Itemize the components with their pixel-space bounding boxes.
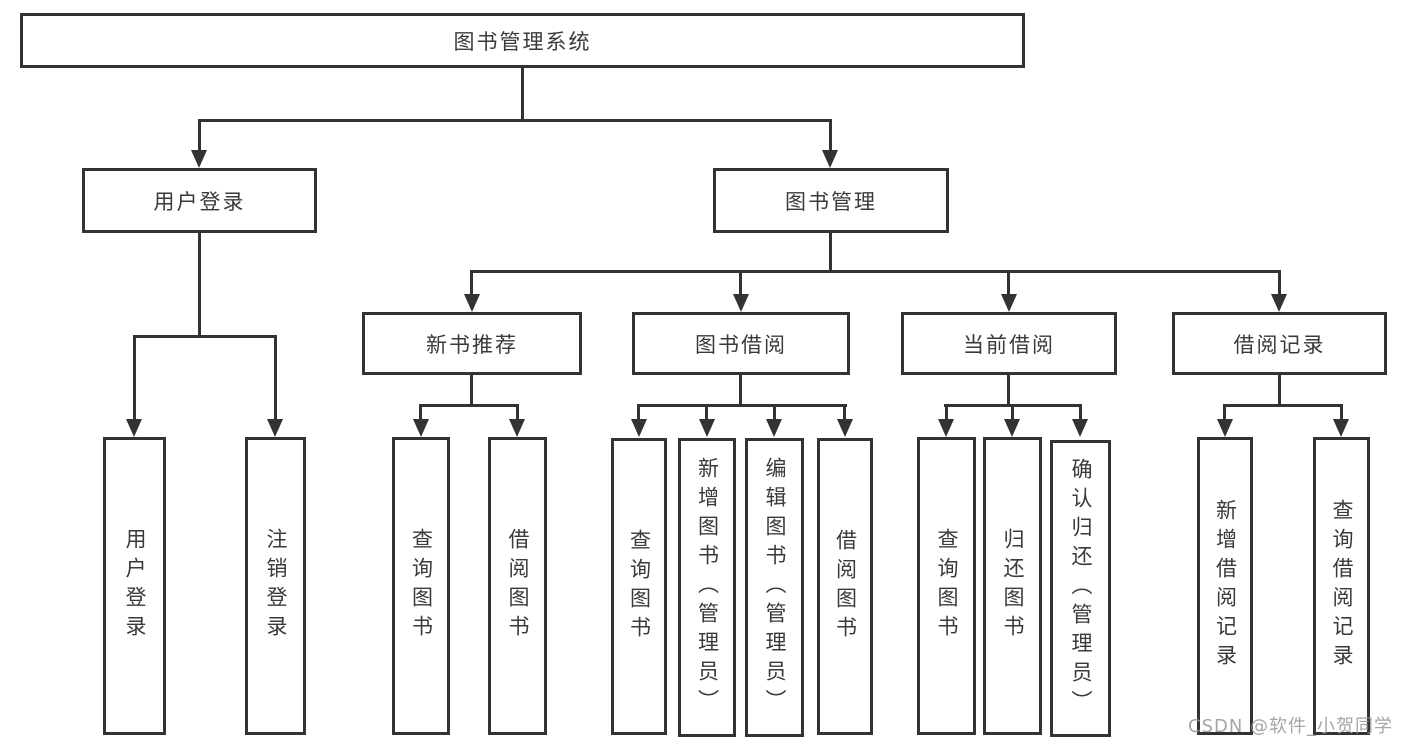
node-user-login: 用户登录: [82, 168, 317, 233]
connector-line: [843, 404, 846, 421]
arrow-head: [267, 419, 283, 437]
arrow-head: [509, 419, 525, 437]
leaf-return-books: 归还图书: [983, 437, 1042, 735]
connector-line: [1223, 404, 1226, 421]
leaf-logout: 注销登录: [245, 437, 306, 735]
connector-line: [521, 68, 524, 122]
connector-line: [637, 404, 847, 407]
arrow-head: [631, 419, 647, 437]
node-new-book-recommend: 新书推荐: [362, 312, 582, 375]
leaf-query-books-recommend: 查询图书: [392, 437, 450, 735]
leaf-user-login-label: 用户登录: [123, 528, 148, 644]
connector-line: [198, 233, 201, 338]
leaf-borrow-books-borrowing: 借阅图书: [817, 438, 873, 735]
arrow-head: [837, 419, 853, 437]
arrow-head: [413, 419, 429, 437]
connector-line: [1007, 270, 1010, 296]
leaf-query-borrow-record: 查询借阅记录: [1313, 437, 1370, 735]
leaf-query-books-borrowing: 查询图书: [611, 438, 667, 735]
connector-line: [1340, 404, 1343, 421]
arrow-head: [822, 150, 838, 168]
leaf-edit-book-admin: 编辑图书（管理员）: [745, 438, 804, 737]
node-borrowing-records-label: 借阅记录: [1233, 332, 1326, 357]
node-user-login-label: 用户登录: [153, 189, 246, 214]
node-current-borrowing-label: 当前借阅: [963, 332, 1055, 357]
connector-line: [133, 335, 136, 419]
connector-line: [516, 404, 519, 421]
arrow-head: [1271, 294, 1287, 312]
connector-line: [739, 270, 742, 296]
connector-line: [133, 335, 277, 338]
leaf-add-borrow-record-label: 新增借阅记录: [1213, 499, 1238, 673]
arrow-head: [766, 419, 782, 437]
arrow-head: [938, 419, 954, 437]
connector-line: [198, 119, 832, 122]
node-new-book-recommend-label: 新书推荐: [426, 332, 518, 357]
node-book-management-label: 图书管理: [785, 189, 877, 214]
connector-line: [1079, 404, 1082, 421]
node-root-label: 图书管理系统: [453, 29, 592, 54]
connector-line: [945, 404, 948, 421]
arrow-head: [1001, 294, 1017, 312]
leaf-confirm-return-admin-label: 确认归还（管理员）: [1069, 458, 1094, 719]
arrow-head: [464, 294, 480, 312]
connector-line: [470, 270, 473, 296]
leaf-logout-label: 注销登录: [264, 528, 289, 644]
leaf-add-book-admin-label: 新增图书（管理员）: [695, 457, 720, 718]
connector-line: [1223, 404, 1343, 407]
arrow-head: [699, 419, 715, 437]
node-borrowing-records: 借阅记录: [1172, 312, 1387, 375]
leaf-add-borrow-record: 新增借阅记录: [1197, 437, 1253, 735]
connector-line: [198, 119, 201, 152]
arrow-head: [1072, 419, 1088, 437]
leaf-query-books-current: 查询图书: [917, 437, 976, 735]
connector-line: [1278, 375, 1281, 407]
leaf-add-book-admin: 新增图书（管理员）: [678, 438, 736, 737]
leaf-edit-book-admin-label: 编辑图书（管理员）: [763, 457, 788, 718]
arrow-head: [1004, 419, 1020, 437]
node-book-borrowing-label: 图书借阅: [695, 332, 787, 357]
node-root: 图书管理系统: [20, 13, 1025, 68]
connector-line: [829, 119, 832, 152]
leaf-user-login: 用户登录: [103, 437, 166, 735]
connector-line: [637, 404, 640, 421]
connector-line: [274, 335, 277, 419]
node-book-borrowing: 图书借阅: [632, 312, 850, 375]
leaf-return-books-label: 归还图书: [1001, 528, 1026, 644]
leaf-borrow-books-recommend-label: 借阅图书: [506, 528, 531, 644]
connector-line: [470, 375, 473, 407]
leaf-query-books-borrowing-label: 查询图书: [627, 528, 652, 645]
leaf-borrow-books-borrowing-label: 借阅图书: [833, 528, 858, 645]
leaf-query-books-recommend-label: 查询图书: [409, 528, 434, 644]
connector-line: [829, 233, 832, 273]
arrow-head: [1333, 419, 1349, 437]
arrow-head: [126, 419, 142, 437]
connector-line: [419, 404, 422, 421]
arrow-head: [191, 150, 207, 168]
leaf-query-books-current-label: 查询图书: [935, 528, 960, 644]
leaf-confirm-return-admin: 确认归还（管理员）: [1050, 440, 1111, 737]
connector-line: [1278, 270, 1281, 296]
arrow-head: [733, 294, 749, 312]
connector-line: [773, 404, 776, 421]
connector-line: [470, 270, 1281, 273]
leaf-borrow-books-recommend: 借阅图书: [488, 437, 547, 735]
connector-line: [1011, 404, 1014, 421]
connector-line: [1007, 375, 1010, 407]
leaf-query-borrow-record-label: 查询借阅记录: [1330, 499, 1355, 673]
watermark: CSDN @软件_小贺同学: [1188, 716, 1394, 737]
connector-line: [419, 404, 519, 407]
node-current-borrowing: 当前借阅: [901, 312, 1117, 375]
node-book-management: 图书管理: [713, 168, 949, 233]
connector-line: [739, 375, 742, 407]
connector-line: [705, 404, 708, 421]
arrow-head: [1217, 419, 1233, 437]
